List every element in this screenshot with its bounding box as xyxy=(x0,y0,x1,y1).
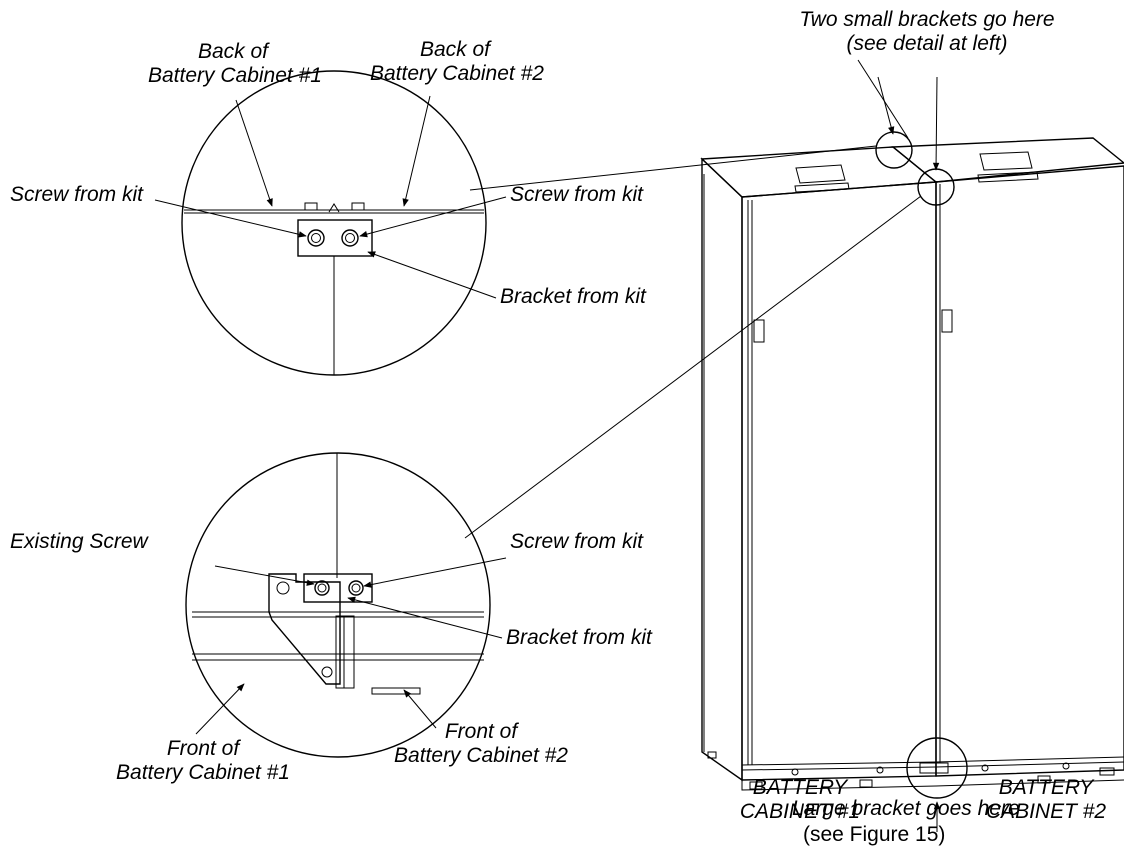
label-front-cabinet-2: Front of Battery Cabinet #2 xyxy=(370,720,592,768)
top-rear-highlight-circle xyxy=(875,131,913,169)
label-top-screw-right: Screw from kit xyxy=(510,183,644,206)
label-battery-cabinet-2-line1: BATTERY xyxy=(998,776,1094,799)
label-bottom-screw-right: Screw from kit xyxy=(510,530,644,553)
top-screw-left xyxy=(307,229,325,247)
cabinet-assembly xyxy=(700,131,1124,799)
label-front-cabinet-2-line1: Front of xyxy=(444,720,518,743)
label-front-cabinet-1: Front of Battery Cabinet #1 xyxy=(98,737,308,785)
label-back-cabinet-2-line2: Battery Cabinet #2 xyxy=(370,62,544,85)
label-battery-cabinet-2: BATTERY CABINET #2 xyxy=(968,776,1124,824)
label-front-cabinet-1-line1: Front of xyxy=(166,737,240,760)
label-battery-cabinet-1-line2: CABINET #1 xyxy=(739,800,861,823)
label-battery-cabinet-1-line1: BATTERY xyxy=(752,776,848,799)
bottom-bracket xyxy=(303,573,373,603)
top-detail-circle xyxy=(181,70,487,376)
label-see-figure: (see Figure 15) xyxy=(803,823,946,846)
label-top-screw-left: Screw from kit xyxy=(10,183,144,206)
label-back-cabinet-1-line1: Back of xyxy=(197,40,269,63)
label-existing-screw: Existing Screw xyxy=(10,530,148,553)
label-two-small-brackets-line2: (see detail at left) xyxy=(846,32,1008,55)
label-front-cabinet-1-line2: Battery Cabinet #1 xyxy=(116,761,290,784)
label-top-bracket: Bracket from kit xyxy=(500,285,646,308)
label-two-small-brackets-line1: Two small brackets go here xyxy=(799,8,1055,31)
label-back-cabinet-2: Back of Battery Cabinet #2 xyxy=(370,38,544,86)
label-back-cabinet-2-line1: Back of xyxy=(419,38,491,61)
label-back-cabinet-1: Back of Battery Cabinet #1 xyxy=(148,40,322,88)
label-two-small-brackets: Two small brackets go here (see detail a… xyxy=(742,8,1112,56)
top-bracket xyxy=(297,219,373,257)
label-front-cabinet-2-line2: Battery Cabinet #2 xyxy=(394,744,568,767)
bottom-highlight-circle xyxy=(906,737,968,799)
top-screw-right xyxy=(341,229,359,247)
label-bottom-bracket: Bracket from kit xyxy=(506,626,652,649)
label-battery-cabinet-2-line2: CABINET #2 xyxy=(985,800,1107,823)
bottom-large-bracket xyxy=(268,573,341,685)
bottom-detail-circle xyxy=(185,452,491,758)
label-back-cabinet-1-line2: Battery Cabinet #1 xyxy=(148,64,322,87)
label-large-bracket: Large bracket goes here xyxy=(792,797,1020,820)
label-battery-cabinet-1: BATTERY CABINET #1 xyxy=(720,776,880,824)
